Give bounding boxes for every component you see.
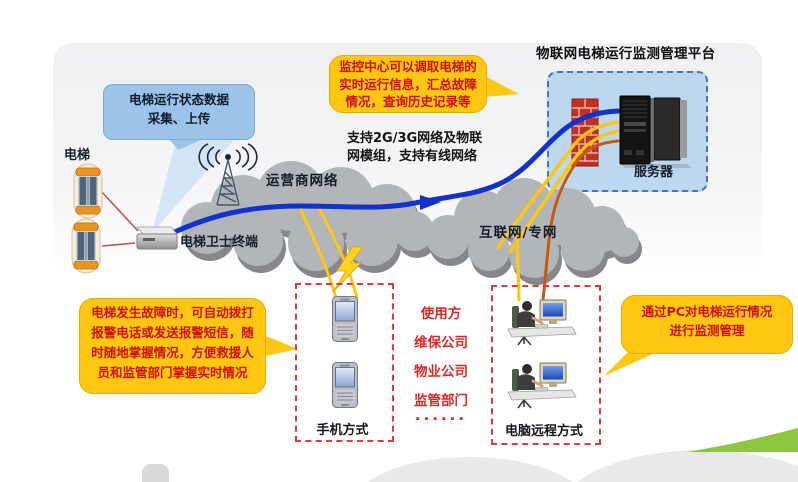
server-label: 服务器 [634, 165, 674, 180]
pc-monitor-callout: 通过PC对电梯运行情况 进行监测管理 [621, 295, 793, 354]
stakeholder-user: 使用方 [420, 306, 462, 322]
monitor-center-callout: 监控中心可以调取电梯的 实时运行信息，汇总故障 情况，查询历史记录等 [329, 55, 487, 113]
note-line: 支持2G/3G网络及物联 [347, 131, 483, 146]
internet-cloud-label: 互联网/专网 [479, 225, 558, 241]
stakeholder-property: 物业公司 [414, 364, 468, 380]
fault-alarm-callout: 电梯发生故障时，可自动拨打 报警电话或发送报警短信，随 时随地掌握情况，方便救援… [79, 298, 266, 394]
callout-line: 采集、上传 [147, 111, 211, 126]
callout-line: 电梯发生故障时，可自动拨打 [91, 305, 254, 320]
phone-mode-label: 手机方式 [316, 423, 369, 438]
callout-line: 电梯运行状态数据 [128, 92, 229, 107]
callout-line: 监控中心可以调取电梯的 [339, 59, 477, 74]
callout-line: 进行监测管理 [669, 323, 745, 338]
pc-mode-label: 电脑远程方式 [504, 424, 583, 439]
elevator-label: 电梯 [64, 148, 91, 163]
green-swoosh [686, 428, 798, 452]
background-decorations [142, 428, 798, 482]
network-support-note: 支持2G/3G网络及物联 网模组，支持有线网络 [347, 130, 482, 165]
note-line: 网模组，支持有线网络 [347, 148, 478, 164]
callout-line: 实时运行信息，汇总故障 [339, 76, 477, 92]
callout-line: 时随地掌握情况，方便救援人 [91, 345, 254, 360]
terminal-label: 电梯卫士终端 [180, 235, 259, 250]
data-upload-callout: 电梯运行状态数据 采集、上传 [103, 84, 255, 140]
stakeholder-regulator: 监管部门 [414, 393, 468, 409]
stakeholder-maintenance: 维保公司 [414, 335, 468, 351]
carrier-cloud-label: 运营商网络 [266, 173, 339, 189]
stakeholder-ellipsis: ······ [414, 410, 468, 428]
callout-line: 通过PC对电梯运行情况 [641, 304, 773, 319]
callout-line: 报警电话或发送报警短信，随 [91, 325, 254, 340]
callout-line: 情况，查询历史记录等 [345, 94, 471, 109]
callout-line: 员和监管部门掌握实时情况 [97, 365, 248, 380]
platform-box [547, 71, 708, 192]
platform-title: 物联网电梯运行监测管理平台 [536, 46, 716, 62]
